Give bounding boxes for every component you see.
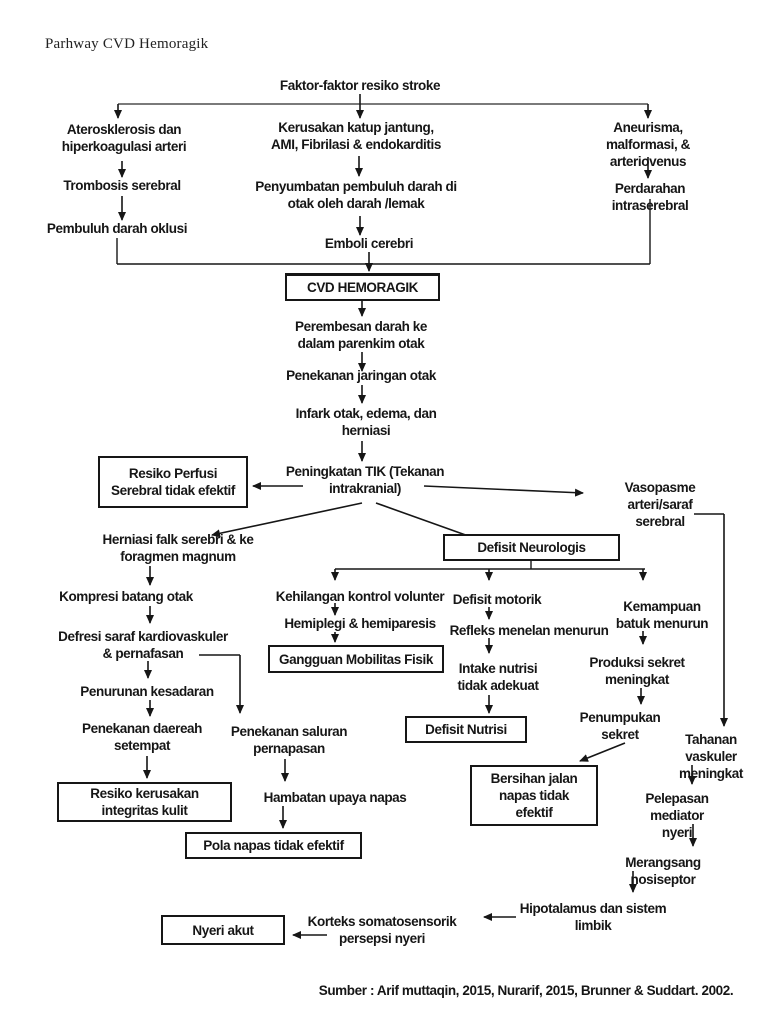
node-penurunan-kesadaran: Penurunan kesadaran — [80, 684, 214, 699]
node-kerusakan-katup: Kerusakan katup jantung, AMI, Fibrilasi … — [271, 120, 441, 152]
node-infark: Infark otak, edema, dan herniasi — [295, 406, 437, 438]
node-defresi-saraf: Defresi saraf kardiovaskuler & pernafasa… — [58, 629, 228, 661]
node-hipotalamus: Hipotalamus dan sistem limbik — [519, 901, 667, 933]
node-kompresi: Kompresi batang otak — [59, 589, 193, 604]
node-defisit-neurologis: Defisit Neurologis — [443, 534, 620, 561]
node-penekanan-jaringan: Penekanan jaringan otak — [286, 368, 436, 383]
node-kehilangan-kontrol: Kehilangan kontrol volunter — [275, 589, 445, 604]
node-defisit-nutrisi: Defisit Nutrisi — [405, 716, 527, 743]
node-pembuluh-oklusi: Pembuluh darah oklusi — [46, 221, 188, 236]
node-aterosklerosis: Aterosklerosis dan hiperkoagulasi arteri — [61, 122, 187, 154]
node-intake-nutrisi: Intake nutrisi tidak adekuat — [457, 661, 539, 693]
node-produksi-sekret: Produksi sekret meningkat — [589, 655, 685, 687]
node-resiko-perfusi: Resiko Perfusi Serebral tidak efektif — [98, 456, 248, 508]
node-refleks-menelan: Refleks menelan menurun — [449, 623, 609, 638]
node-pola-napas: Pola napas tidak efektif — [185, 832, 362, 859]
page-title: Parhway CVD Hemoragik — [45, 36, 209, 52]
node-resiko-kerusakan: Resiko kerusakan integritas kulit — [57, 782, 232, 822]
node-trombosis: Trombosis serebral — [63, 178, 181, 193]
source-citation: Sumber : Arif muttaqin, 2015, Nurarif, 2… — [318, 983, 734, 998]
node-nyeri-akut: Nyeri akut — [161, 915, 285, 945]
node-hambatan-napas: Hambatan upaya napas — [263, 790, 407, 805]
node-penekanan-daereah: Penekanan daereah setempat — [81, 721, 203, 753]
node-gangguan-mobilitas: Gangguan Mobilitas Fisik — [268, 645, 444, 673]
node-cvd-hemoragik: CVD HEMORAGIK — [285, 273, 440, 301]
node-penyumbatan: Penyumbatan pembuluh darah di otak oleh … — [255, 179, 457, 211]
node-penekanan-saluran: Penekanan saluran pernapasan — [230, 724, 348, 756]
node-bersihan-jalan: Bersihan jalan napas tidak efektif — [470, 765, 598, 826]
node-herniasi-falk: Herniasi falk serebri & ke foragmen magn… — [102, 532, 254, 564]
node-aneurisma: Aneurisma, malformasi, & arteriovenus — [605, 120, 691, 169]
node-penumpukan-sekret: Penumpukan sekret — [579, 710, 661, 742]
node-faktor-resiko: Faktor-faktor resiko stroke — [279, 78, 441, 93]
node-vasopasme: Vasopasme arteri/saraf serebral — [624, 480, 696, 529]
node-peningkatan-tik: Peningkatan TIK (Tekanan intrakranial) — [285, 464, 445, 496]
node-tahanan-vaskuler: Tahanan vaskuler meningkat — [679, 732, 743, 781]
node-kemampuan-batuk: Kemampuan batuk menurun — [615, 599, 709, 631]
node-korteks: Korteks somatosensorik persepsi nyeri — [307, 914, 457, 946]
node-pelepasan-mediator: Pelepasan mediator nyeri — [645, 791, 709, 840]
node-merangsang: Merangsang nosiseptor — [625, 855, 701, 887]
node-perembesan: Perembesan darah ke dalam parenkim otak — [295, 319, 427, 351]
node-defisit-motorik: Defisit motorik — [452, 592, 542, 607]
node-perdarahan: Perdarahan intraserebral — [611, 181, 689, 213]
node-emboli: Emboli cerebri — [324, 236, 414, 251]
node-hemiplegi: Hemiplegi & hemiparesis — [284, 616, 436, 631]
